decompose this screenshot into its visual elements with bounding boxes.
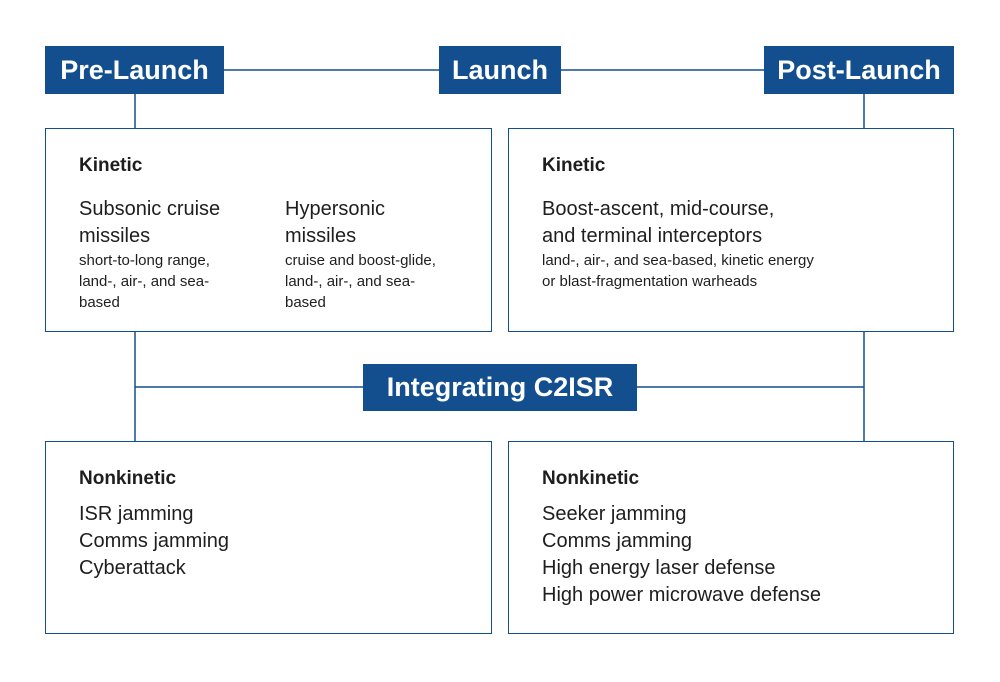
hypersonic-detail-line-3: based	[285, 294, 326, 311]
hypersonic-heading-line-2: missiles	[285, 225, 357, 247]
list-item: ISR jamming	[79, 503, 194, 525]
list-item: Comms jamming	[79, 530, 230, 552]
list-item: Seeker jamming	[542, 503, 687, 525]
list-item: High power microwave defense	[542, 584, 822, 606]
list-item: High energy laser defense	[542, 557, 776, 579]
pre-nonkinetic-list: ISR jamming Comms jamming Cyberattack	[79, 501, 229, 582]
box-post-launch-nonkinetic: Nonkinetic Seeker jamming Comms jamming …	[508, 441, 954, 634]
interceptors-heading-line-2: and terminal interceptors	[542, 225, 763, 247]
interceptors-heading-line-1: Boost-ascent, mid-course,	[542, 198, 775, 220]
post-nonkinetic-list: Seeker jamming Comms jamming High energy…	[542, 501, 821, 609]
list-item: Comms jamming	[542, 530, 693, 552]
interceptors-detail-line-1: land-, air-, and sea-based, kinetic ener…	[542, 252, 814, 269]
hypersonic-detail: cruise and boost-glide, land-, air-, and…	[285, 250, 480, 313]
list-item: Cyberattack	[79, 557, 186, 579]
subsonic-heading-line-1: Subsonic cruise	[79, 198, 221, 220]
subsonic-heading-line-2: missiles	[79, 225, 151, 247]
hypersonic-heading-line-1: Hypersonic	[285, 198, 386, 220]
subsonic-detail-line-3: based	[79, 294, 120, 311]
header-pre-launch: Pre-Launch	[45, 46, 224, 94]
interceptors-heading: Boost-ascent, mid-course, and terminal i…	[542, 196, 922, 250]
subsonic-detail: short-to-long range, land-, air-, and se…	[79, 250, 269, 313]
interceptors-detail: land-, air-, and sea-based, kinetic ener…	[542, 250, 942, 292]
header-launch: Launch	[439, 46, 561, 94]
header-integrating-c2isr: Integrating C2ISR	[363, 364, 637, 411]
subsonic-heading: Subsonic cruise missiles	[79, 196, 259, 250]
hypersonic-detail-line-1: cruise and boost-glide,	[285, 252, 436, 269]
hypersonic-detail-line-2: land-, air-, and sea-	[285, 273, 416, 290]
subsonic-detail-line-2: land-, air-, and sea-	[79, 273, 210, 290]
box-post-launch-kinetic: Kinetic Boost-ascent, mid-course, and te…	[508, 128, 954, 332]
interceptors-detail-line-2: or blast-fragmentation warheads	[542, 273, 758, 290]
box-pre-launch-kinetic: Kinetic Subsonic cruise missiles short-t…	[45, 128, 492, 332]
box-title-nonkinetic: Nonkinetic	[542, 468, 640, 489]
hypersonic-heading: Hypersonic missiles	[285, 196, 465, 250]
box-pre-launch-nonkinetic: Nonkinetic ISR jamming Comms jamming Cyb…	[45, 441, 492, 634]
header-post-launch: Post-Launch	[764, 46, 954, 94]
box-title-nonkinetic: Nonkinetic	[79, 468, 177, 489]
box-title-kinetic: Kinetic	[542, 155, 606, 176]
box-title-kinetic: Kinetic	[79, 155, 143, 176]
subsonic-detail-line-1: short-to-long range,	[79, 252, 210, 269]
